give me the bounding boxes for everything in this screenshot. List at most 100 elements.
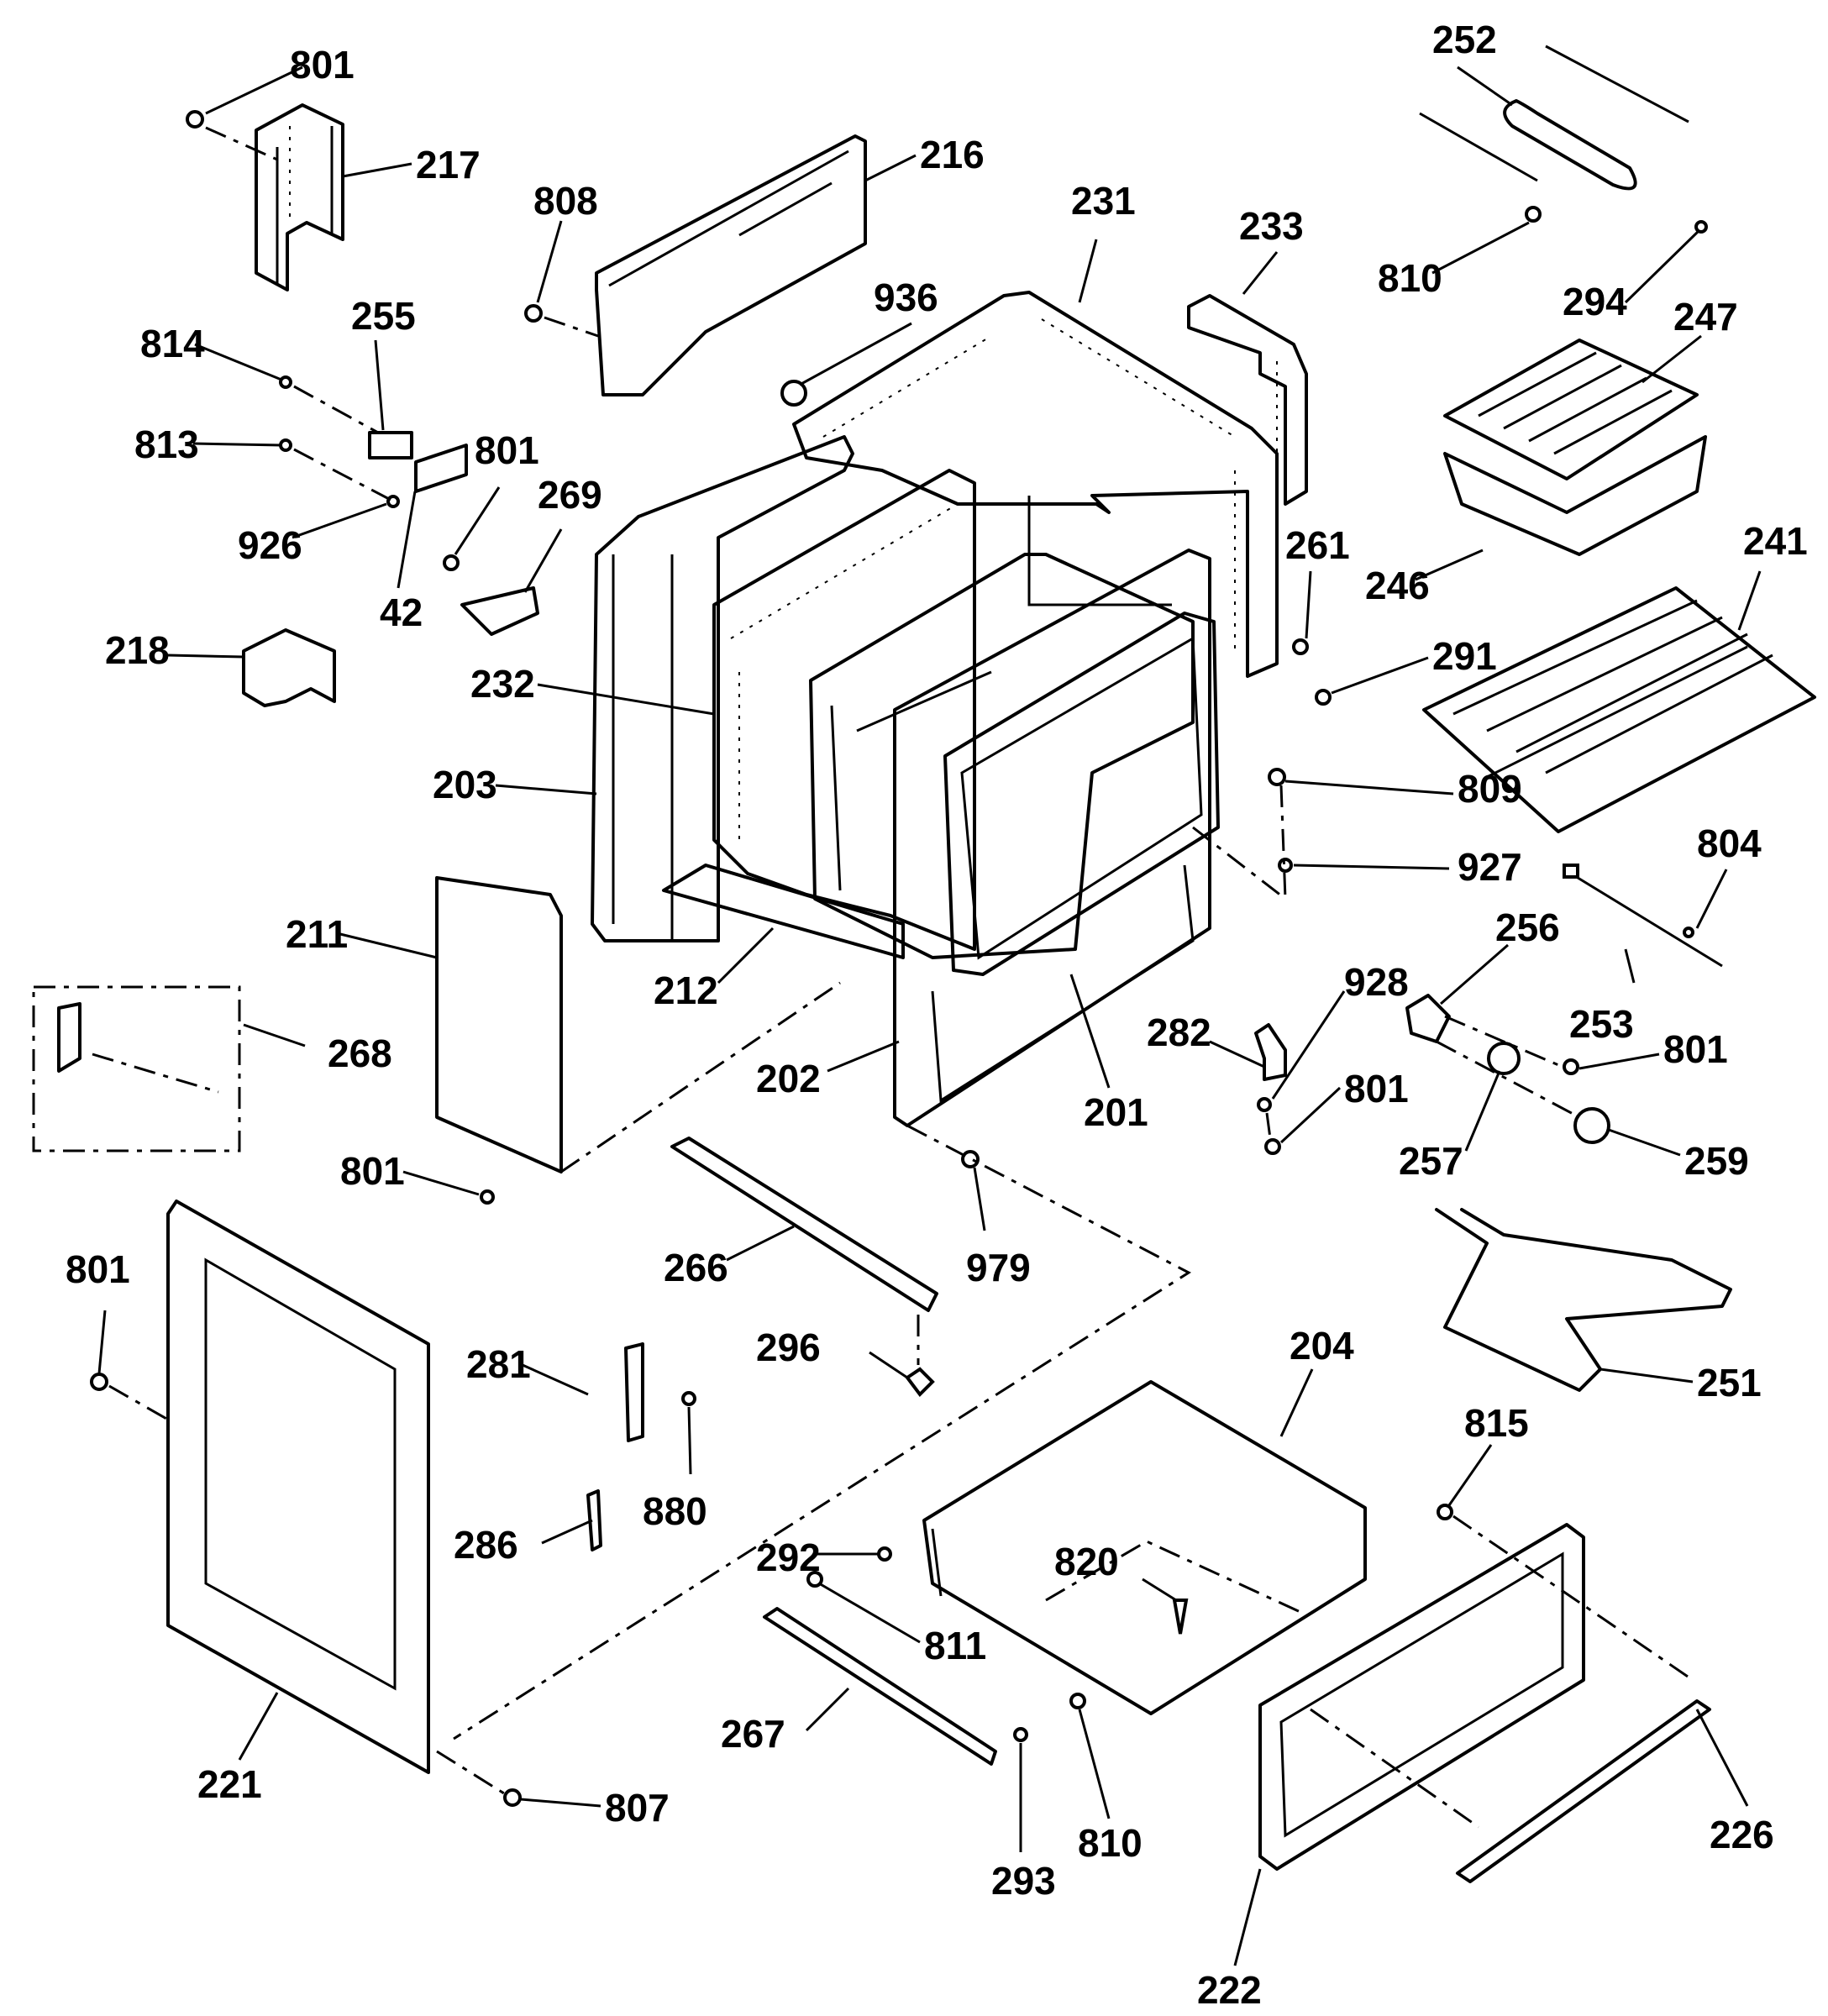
callout-241: 241: [1743, 519, 1808, 563]
part-809-screw: [1268, 768, 1286, 786]
part-255-switch: [368, 431, 413, 459]
callout-246: 246: [1365, 564, 1430, 607]
part-226-handle: [1456, 1699, 1711, 1883]
callout-222: 222: [1197, 1968, 1262, 2012]
callout-251: 251: [1697, 1361, 1762, 1404]
part-815-screw: [1437, 1504, 1453, 1520]
part-216-panel: [595, 134, 867, 396]
callout-201: 201: [1084, 1090, 1148, 1134]
part-246-broiler-pan: [1443, 435, 1707, 556]
callout-233: 233: [1239, 204, 1304, 248]
part-282-elbow: [1254, 1023, 1287, 1081]
part-221-side-panel: [166, 1200, 430, 1774]
callout-810: 810: [1378, 256, 1442, 300]
callout-801-e: 801: [1663, 1027, 1728, 1071]
callout-807: 807: [605, 1786, 670, 1830]
part-231-cabinet: [792, 291, 1279, 678]
callout-232: 232: [470, 662, 535, 706]
callout-811: 811: [924, 1624, 986, 1667]
part-222-drawer-front: [1258, 1523, 1585, 1871]
callout-257: 257: [1399, 1139, 1463, 1183]
callout-808: 808: [533, 179, 598, 223]
callout-801-c: 801: [340, 1149, 405, 1193]
part-927-washer: [1278, 858, 1293, 873]
callout-801: 801: [290, 43, 355, 87]
part-291-lamp-socket: [1315, 689, 1332, 706]
callout-801-f: 801: [66, 1247, 130, 1291]
callout-813: 813: [134, 423, 199, 466]
callout-204: 204: [1290, 1324, 1354, 1368]
part-801-screw-f: [90, 1373, 108, 1391]
callout-216: 216: [920, 133, 985, 176]
part-936-grommet: [780, 380, 807, 407]
callout-814: 814: [140, 322, 205, 365]
part-252-broil-element: [1419, 45, 1689, 191]
callout-880: 880: [643, 1489, 707, 1533]
part-801-screw-b: [443, 554, 460, 571]
part-292-nut: [877, 1546, 892, 1562]
part-oven-box: [809, 553, 1195, 959]
part-281-hinge: [624, 1342, 644, 1442]
part-801-screw: [186, 110, 204, 129]
callout-253: 253: [1569, 1002, 1634, 1046]
part-807-screw: [503, 1788, 522, 1807]
leader-lines: [97, 66, 1762, 1966]
part-261-pin: [1292, 638, 1309, 655]
callout-281: 281: [466, 1342, 531, 1386]
part-294-clip: [1694, 220, 1708, 234]
part-814-screw: [279, 375, 292, 389]
callout-294: 294: [1563, 280, 1627, 323]
callout-936: 936: [874, 276, 938, 319]
callout-252: 252: [1432, 18, 1497, 61]
part-268-kit: [32, 985, 241, 1152]
part-233-trim: [1187, 294, 1308, 506]
callout-804: 804: [1697, 822, 1762, 865]
callout-820: 820: [1054, 1540, 1119, 1583]
callout-979: 979: [966, 1246, 1031, 1289]
callout-231: 231: [1071, 179, 1136, 223]
part-808-screw: [524, 304, 543, 323]
part-880-screw: [681, 1391, 696, 1406]
part-256-lamp-receptacle: [1405, 994, 1451, 1043]
callout-282: 282: [1147, 1011, 1211, 1054]
part-293-nut: [1013, 1727, 1028, 1742]
callout-202: 202: [756, 1057, 821, 1100]
callout-labels: 801 217 216 808 231 233 252 810 294 936 …: [66, 18, 1808, 2012]
callout-801-b: 801: [475, 428, 539, 472]
part-810-screw: [1525, 206, 1542, 223]
callout-809: 809: [1458, 767, 1522, 811]
callout-291: 291: [1432, 634, 1497, 678]
callout-815: 815: [1464, 1401, 1529, 1445]
part-979-grommet: [961, 1150, 980, 1168]
callout-286: 286: [454, 1523, 518, 1567]
callout-221: 221: [197, 1762, 262, 1806]
part-232-oven-liner: [712, 469, 976, 951]
part-253-sensor: [1563, 864, 1723, 968]
callout-255: 255: [351, 294, 416, 338]
part-267-rail: [763, 1607, 997, 1766]
part-217-bracket: [255, 103, 344, 291]
callout-801-d: 801: [1344, 1067, 1409, 1110]
part-813-screw: [279, 438, 292, 452]
part-296-leveler: [905, 1367, 935, 1398]
callout-212: 212: [654, 969, 718, 1012]
part-212-bottom-tray: [662, 864, 905, 959]
callout-226: 226: [1710, 1813, 1774, 1856]
callout-247: 247: [1673, 295, 1738, 339]
callout-810-b: 810: [1078, 1821, 1142, 1865]
callout-42: 42: [380, 591, 423, 634]
part-241-oven-rack: [1422, 586, 1816, 833]
part-820-screw: [1172, 1599, 1189, 1635]
callout-217: 217: [416, 143, 481, 186]
part-269-bracket: [460, 586, 539, 636]
callout-259: 259: [1684, 1139, 1749, 1183]
part-928-washer: [1257, 1097, 1272, 1112]
callout-218: 218: [105, 628, 170, 672]
part-42-plate: [414, 444, 468, 493]
part-211-panel: [435, 876, 563, 1173]
part-801-screw-e: [1563, 1058, 1579, 1075]
part-203-side-panel: [591, 435, 854, 942]
callout-269: 269: [538, 473, 602, 517]
part-218-bracket: [242, 628, 336, 707]
